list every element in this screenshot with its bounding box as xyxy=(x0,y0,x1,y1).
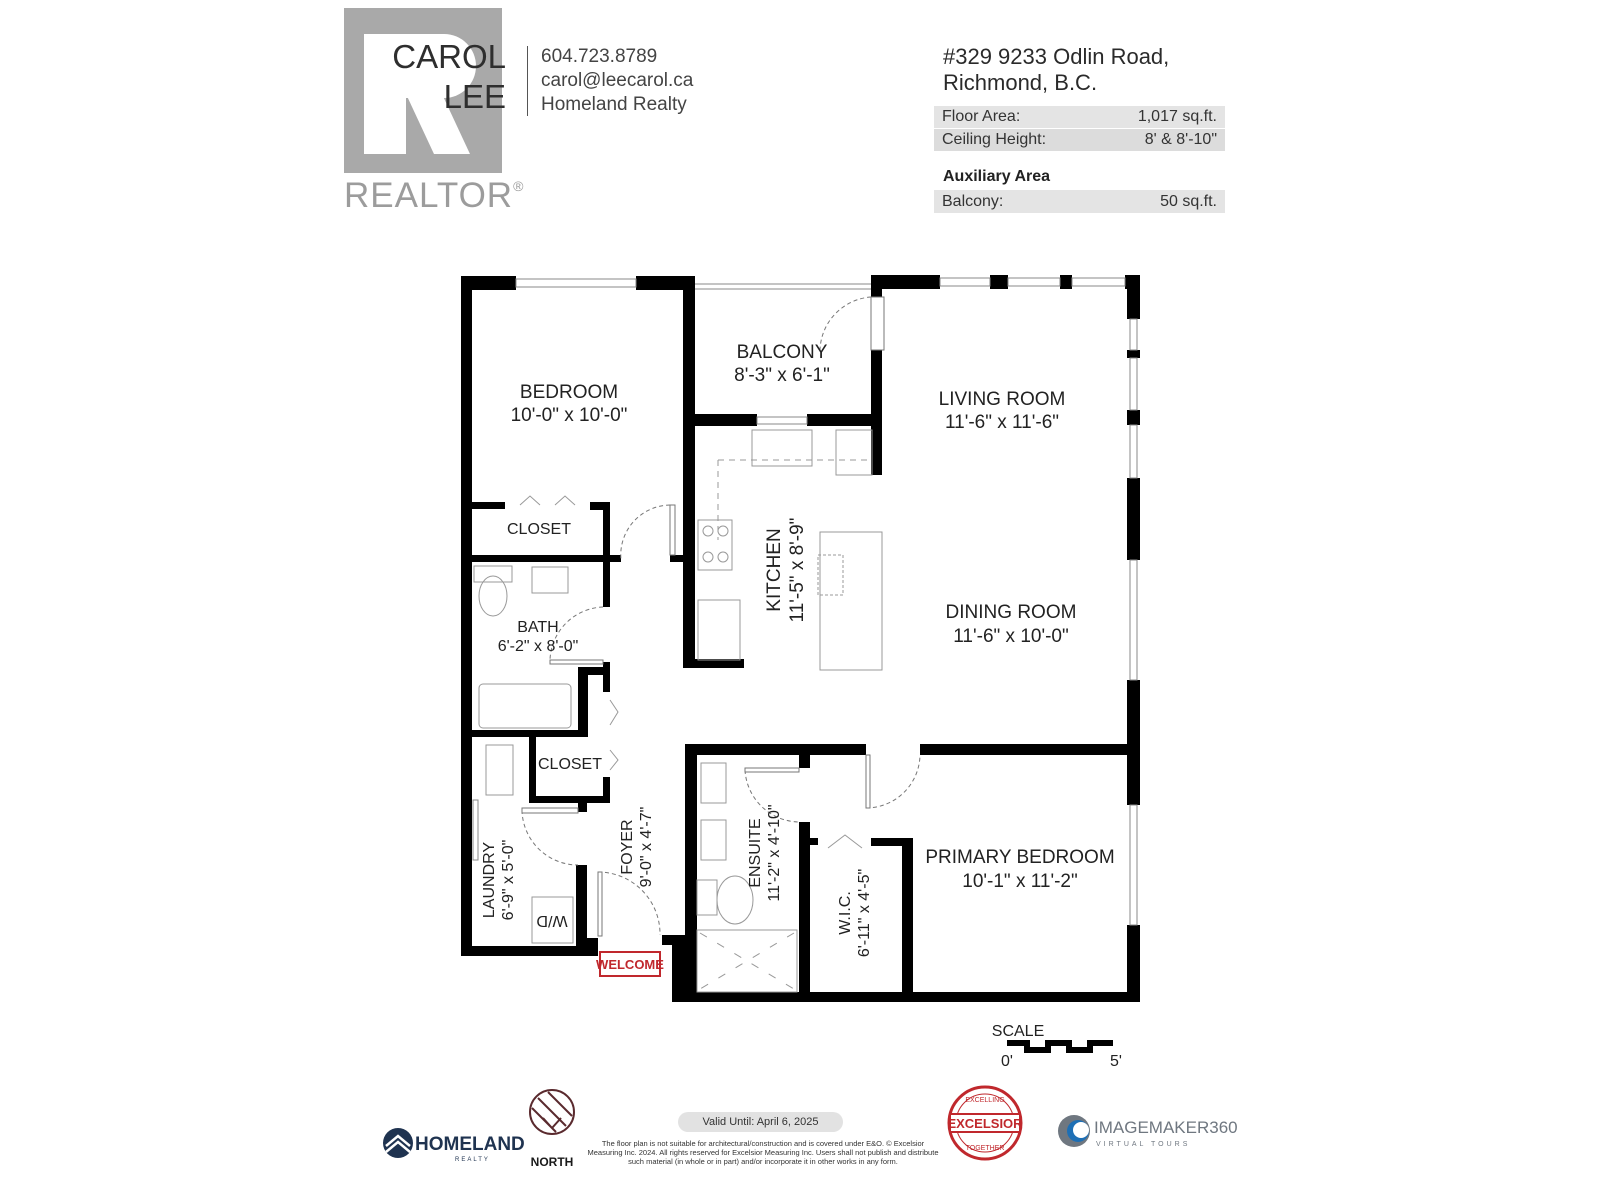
shower xyxy=(696,929,798,993)
welcome-mat-label: WELCOME xyxy=(596,957,664,972)
realtor-wordmark: REALTOR® xyxy=(344,176,524,216)
scale-start: 0' xyxy=(1001,1053,1013,1070)
auxiliary-area-title: Auxiliary Area xyxy=(943,168,1051,185)
scale-end: 5' xyxy=(1110,1053,1122,1070)
registered-mark: ® xyxy=(513,178,525,194)
ensuite-dims: 11'-2" x 4'-10" xyxy=(766,804,783,901)
foyer-name: FOYER xyxy=(619,819,636,874)
realtor-logo-r-bowl xyxy=(406,34,476,98)
bath-name: BATH xyxy=(517,619,558,636)
closet-2-name: CLOSET xyxy=(538,756,602,773)
agent-brokerage: Homeland Realty xyxy=(541,94,687,115)
homeland-logo: HOMELAND REALTY xyxy=(383,1128,525,1163)
header-divider xyxy=(527,46,528,116)
kitchen-sink xyxy=(751,429,813,467)
agent-first-name: CAROL xyxy=(392,38,506,75)
fridge xyxy=(697,599,741,661)
bath-dims: 6'-2" x 8'-0" xyxy=(498,638,579,655)
foyer-dims: 9'-0" x 4'-7" xyxy=(638,807,655,888)
ceiling-height-row: Ceiling Height: 8' & 8'-10" xyxy=(934,129,1225,151)
primary-bedroom-name: PRIMARY BEDROOM xyxy=(925,847,1114,868)
living-room-name: LIVING ROOM xyxy=(939,389,1066,410)
realtor-text: REALTOR xyxy=(344,176,514,215)
doors xyxy=(521,296,921,936)
windows xyxy=(472,277,1138,926)
stove xyxy=(697,519,733,571)
laundry-name: LAUNDRY xyxy=(481,842,498,919)
homeland-logo-text: HOMELAND xyxy=(415,1134,525,1155)
laundry-dims: 6'-9" x 5'-0" xyxy=(500,840,517,921)
laundry-shelf xyxy=(485,744,514,796)
washer-dryer: W/D xyxy=(531,896,574,944)
kitchen-name: KITCHEN xyxy=(764,528,785,611)
washer-dryer-label: W/D xyxy=(536,912,567,929)
balcony-area-value: 50 sq.ft. xyxy=(1160,192,1217,210)
welcome-mat: WELCOME xyxy=(596,951,664,977)
wic-dims: 6'-11" x 4'-5" xyxy=(856,869,873,957)
excelsior-seal: EXCELSIOR EXCELLING TOGETHER xyxy=(947,1085,1023,1161)
address-line-2: Richmond, B.C. xyxy=(943,70,1098,95)
imagemaker-logo-sub: VIRTUAL TOURS xyxy=(1096,1141,1190,1148)
agent-email[interactable]: carol@leecarol.ca xyxy=(541,70,694,91)
bathtub xyxy=(478,683,572,729)
scale-title: SCALE xyxy=(992,1023,1044,1040)
scale-bar: SCALE 0' 5' xyxy=(992,1023,1122,1070)
ceiling-height-value: 8' & 8'-10" xyxy=(1144,131,1217,148)
dishwasher xyxy=(835,429,873,476)
kitchen-dims: 11'-5" x 8'-9" xyxy=(787,518,808,623)
disclaimer-text: The floor plan is not suitable for archi… xyxy=(587,1139,939,1166)
walls xyxy=(461,275,1140,1002)
closet-1-name: CLOSET xyxy=(507,521,571,538)
bedroom-name: BEDROOM xyxy=(520,382,618,403)
floor-area-row: Floor Area: 1,017 sq.ft. xyxy=(934,106,1225,128)
address-line-1: #329 9233 Odlin Road, xyxy=(943,44,1170,69)
wic-name: W.I.C. xyxy=(837,891,854,935)
homeland-logo-sub: REALTY xyxy=(455,1157,490,1163)
floor-area-label: Floor Area: xyxy=(942,108,1021,125)
ensuite-name: ENSUITE xyxy=(747,818,764,887)
primary-bedroom-dims: 10'-1" x 11'-2" xyxy=(962,871,1077,892)
living-room-dims: 11'-6" x 11'-6" xyxy=(945,412,1059,433)
bedroom-dims: 10'-0" x 10'-0" xyxy=(511,405,628,426)
balcony-area-row: Balcony: 50 sq.ft. xyxy=(934,190,1225,213)
imagemaker360-logo: IMAGEMAKER360 VIRTUAL TOURS xyxy=(1058,1115,1238,1148)
north-logo: NORTH xyxy=(529,1089,575,1169)
realtor-logo-r-stem xyxy=(364,34,406,154)
floor-area-value: 1,017 sq.ft. xyxy=(1137,108,1217,125)
agent-last-name: LEE xyxy=(443,78,506,115)
excelsior-logo-text: EXCELSIOR xyxy=(947,1116,1023,1131)
door-leaves xyxy=(521,296,885,937)
excelsior-bottom-text: TOGETHER xyxy=(966,1145,1005,1152)
excelsior-top-text: EXCELLING xyxy=(965,1097,1004,1104)
kitchen-island xyxy=(819,531,883,671)
balcony-dims: 8'-3" x 6'-1" xyxy=(734,365,830,386)
agent-phone[interactable]: 604.723.8789 xyxy=(541,46,658,67)
bath-vanity xyxy=(531,566,569,594)
toilet-tank xyxy=(473,565,513,583)
dining-room-name: DINING ROOM xyxy=(946,602,1077,623)
valid-until-badge: Valid Until: April 6, 2025 xyxy=(678,1112,843,1132)
ceiling-height-label: Ceiling Height: xyxy=(942,131,1047,148)
dining-room-dims: 11'-6" x 10'-0" xyxy=(953,626,1068,647)
ensuite-sink-1 xyxy=(700,762,727,804)
balcony-name: BALCONY xyxy=(737,342,828,363)
imagemaker-logo-text: IMAGEMAKER360 xyxy=(1094,1118,1238,1137)
north-logo-text: NORTH xyxy=(531,1155,574,1169)
ensuite-sink-2 xyxy=(700,819,727,861)
fixtures xyxy=(473,429,883,993)
balcony-area-label: Balcony: xyxy=(942,192,1004,210)
